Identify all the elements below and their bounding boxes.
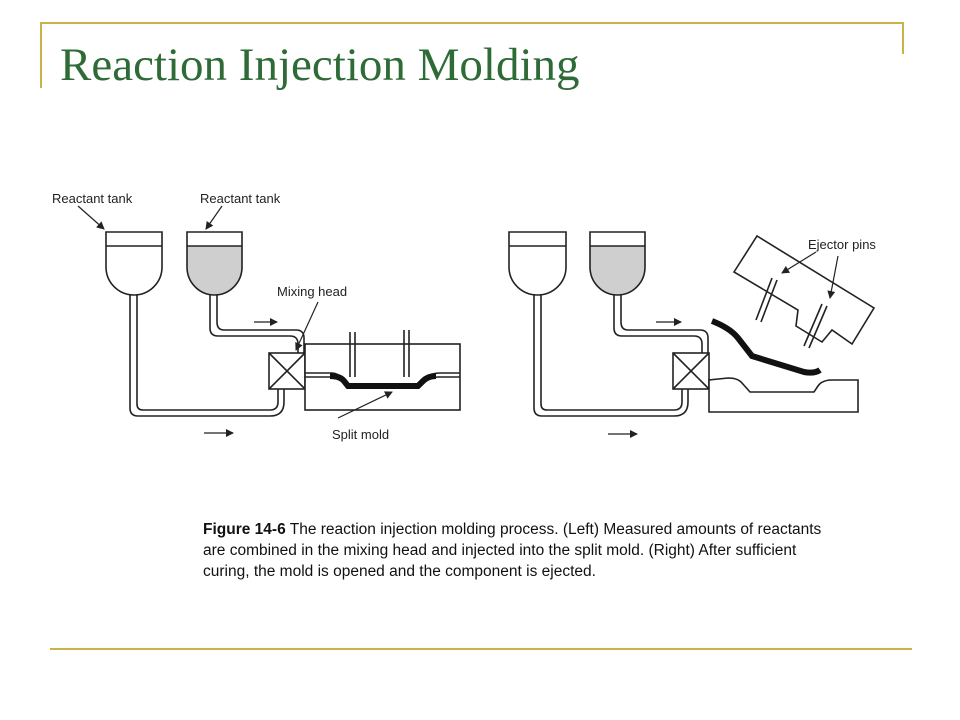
feed-pipe-right-2	[613, 294, 703, 353]
label-split-mold: Split mold	[332, 427, 389, 442]
slide-title: Reaction Injection Molding	[60, 39, 580, 91]
label-reactant-tank-1: Reactant tank	[52, 191, 133, 206]
reactant-tank-left-1	[105, 231, 163, 296]
ejected-component	[710, 318, 822, 376]
rim-process-diagram: Reactant tank Reactant tank Mixing head …	[52, 191, 876, 442]
left-panel	[77, 205, 461, 437]
reactant-tank-right-2	[589, 231, 646, 296]
label-ejector-pins: Ejector pins	[808, 237, 876, 252]
open-mold-upper-half	[732, 234, 876, 349]
frame-right-rule	[902, 22, 904, 54]
right-panel	[508, 231, 876, 438]
feed-pipe-left-2	[209, 294, 299, 353]
frame-top-rule	[40, 22, 904, 24]
frame-bottom-rule	[50, 648, 912, 650]
label-mixing-head: Mixing head	[277, 284, 347, 299]
mixing-head-left	[268, 352, 306, 390]
open-mold-lower-half	[708, 377, 859, 413]
label-reactant-tank-2: Reactant tank	[200, 191, 281, 206]
figure-caption: Figure 14-6 The reaction injection moldi…	[203, 519, 823, 582]
figure-caption-text: The reaction injection molding process. …	[203, 521, 822, 580]
frame-left-rule	[40, 22, 42, 88]
reactant-tank-right-1	[508, 231, 567, 296]
feed-pipe-right-1	[533, 294, 689, 417]
reactant-tank-left-2	[186, 231, 243, 296]
split-mold-left	[304, 330, 461, 411]
mixing-head-right	[672, 352, 710, 390]
figure-number: Figure 14-6	[203, 521, 286, 538]
feed-pipe-left-1	[129, 294, 285, 417]
